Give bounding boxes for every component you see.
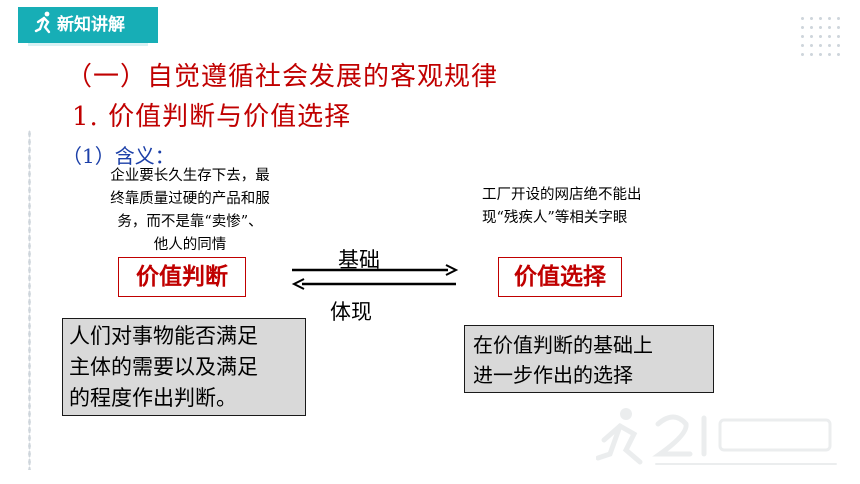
subsection-heading: 1. 价值判断与价值选择: [72, 102, 352, 132]
section-heading: （一）自觉遵循社会发展的客观规律: [66, 62, 499, 92]
arrow-right-icon: [445, 264, 459, 276]
badge-label: 新知讲解: [57, 15, 125, 35]
decorative-dotted-line: [28, 130, 31, 470]
relation-arrows: [291, 264, 459, 290]
concept-value-judgment: 价值判断: [118, 257, 246, 297]
arrow-label-embodiment: 体现: [330, 300, 372, 324]
definition-value-judgment: 人们对事物能否满足 主体的需要以及满足 的程度作出判断。: [62, 318, 306, 416]
watermark-logo: [596, 408, 837, 465]
definition-line: 的程度作出判断。: [69, 386, 237, 410]
note-line: 企业要长久生存下去，最: [110, 168, 270, 184]
note-line: 终靠质量过硬的产品和服: [110, 191, 270, 207]
example-note-left: 企业要长久生存下去，最 终靠质量过硬的产品和服 务，而不是靠“卖惨”、 他人的同…: [90, 165, 290, 257]
definition-value-choice: 在价值判断的基础上 进一步作出的选择: [464, 325, 714, 393]
decorative-dot-grid: [798, 14, 846, 56]
note-line: 工厂开设的网店绝不能出: [482, 187, 642, 203]
arrow-left-icon: [291, 278, 305, 290]
note-line: 务，而不是靠“卖惨”、: [117, 214, 263, 230]
note-line: 现“残疾人”等相关字眼: [482, 210, 628, 226]
arrow-label-basis: 基础: [338, 248, 380, 272]
item-heading: （1）含义：: [62, 144, 175, 168]
note-line: 他人的同情: [153, 237, 227, 253]
running-figure-icon: [34, 11, 51, 34]
definition-line: 在价值判断的基础上: [473, 333, 653, 357]
example-note-right: 工厂开设的网店绝不能出 现“残疾人”等相关字眼: [482, 184, 694, 230]
definition-line: 进一步作出的选择: [473, 363, 633, 387]
definition-line: 人们对事物能否满足: [69, 324, 258, 348]
concept-value-choice: 价值选择: [498, 257, 622, 297]
definition-line: 主体的需要以及满足: [69, 355, 258, 379]
